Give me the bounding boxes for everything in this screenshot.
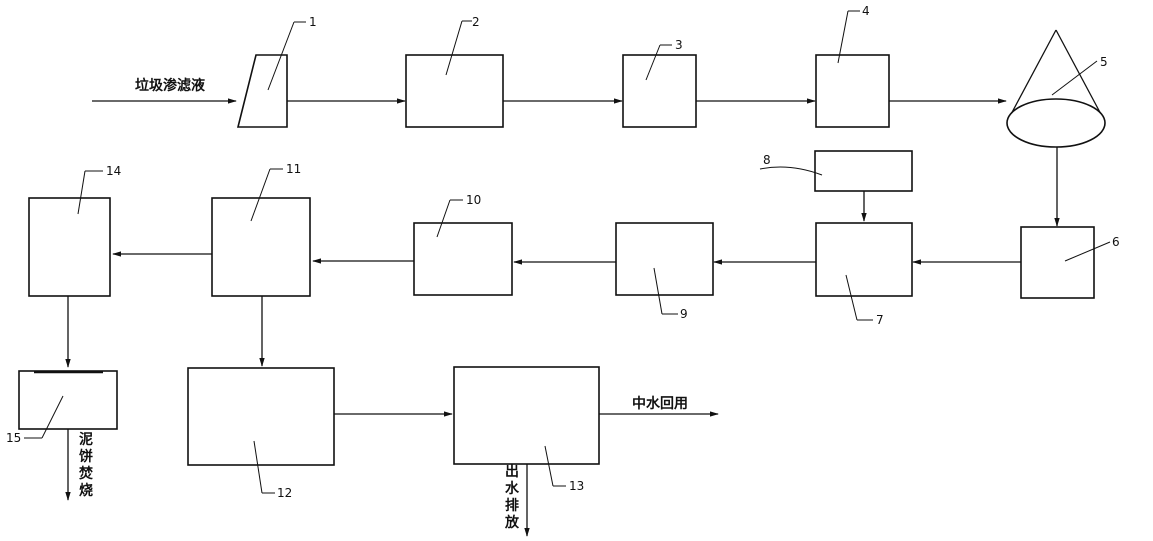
unit-12 [187, 367, 335, 466]
discharge-label-1: 出 [505, 463, 519, 480]
unit-13 [453, 366, 600, 465]
unit-7 [815, 222, 913, 297]
unit-3 [622, 54, 697, 128]
unit-13-number: 13 [569, 479, 584, 493]
leader-3 [645, 44, 661, 81]
unit-5-number: 5 [1100, 55, 1108, 69]
leader-5 [1051, 60, 1098, 96]
unit-6 [1020, 226, 1095, 299]
unit-2-number: 2 [472, 15, 480, 29]
unit-9-number: 9 [680, 307, 688, 321]
unit-15-number: 15 [6, 431, 21, 445]
unit-10-number: 10 [466, 193, 481, 207]
unit-14-number: 14 [106, 164, 121, 178]
leader-15 [41, 395, 64, 439]
cake-label-2: 饼 [79, 448, 93, 465]
leader-1 [267, 21, 295, 91]
cake-label-1: 泥 [79, 431, 93, 448]
leader-10 [436, 199, 451, 238]
discharge-label-3: 排 [505, 497, 519, 514]
leader-8 [759, 166, 823, 176]
unit-5-cone-base [1006, 98, 1106, 148]
unit-14 [28, 197, 111, 297]
leader-14 [77, 170, 86, 215]
unit-6-number: 6 [1112, 235, 1120, 249]
unit-10 [413, 222, 513, 296]
unit-2 [405, 54, 504, 128]
leader-4 [837, 10, 849, 64]
unit-15 [18, 370, 118, 430]
unit-9 [615, 222, 714, 296]
unit-7-number: 7 [876, 313, 884, 327]
unit-5-cone-left [1008, 29, 1057, 119]
unit-8-number: 8 [763, 153, 771, 167]
leader-9 [653, 267, 663, 315]
input-label: 垃圾渗滤液 [135, 77, 206, 94]
reuse-label: 中水回用 [632, 395, 688, 412]
unit-4-number: 4 [862, 4, 870, 18]
leader-6 [1064, 241, 1111, 262]
leader-7 [845, 274, 858, 321]
unit-3-number: 3 [675, 38, 683, 52]
leader-13 [544, 445, 554, 487]
unit-11-number: 11 [286, 162, 301, 176]
unit-11 [211, 197, 311, 297]
discharge-label-4: 放 [504, 514, 520, 531]
unit-4 [815, 54, 890, 128]
leader-11 [250, 168, 271, 222]
cake-label-3: 焚 [78, 466, 93, 482]
leader-2 [445, 20, 463, 76]
cake-label-4: 烧 [79, 482, 93, 499]
discharge-label-2: 水 [505, 480, 520, 497]
unit-1-screen [236, 54, 288, 128]
unit-8 [814, 150, 913, 192]
leader-12 [253, 440, 263, 494]
unit-12-number: 12 [277, 486, 292, 500]
unit-1-number: 1 [309, 15, 317, 29]
